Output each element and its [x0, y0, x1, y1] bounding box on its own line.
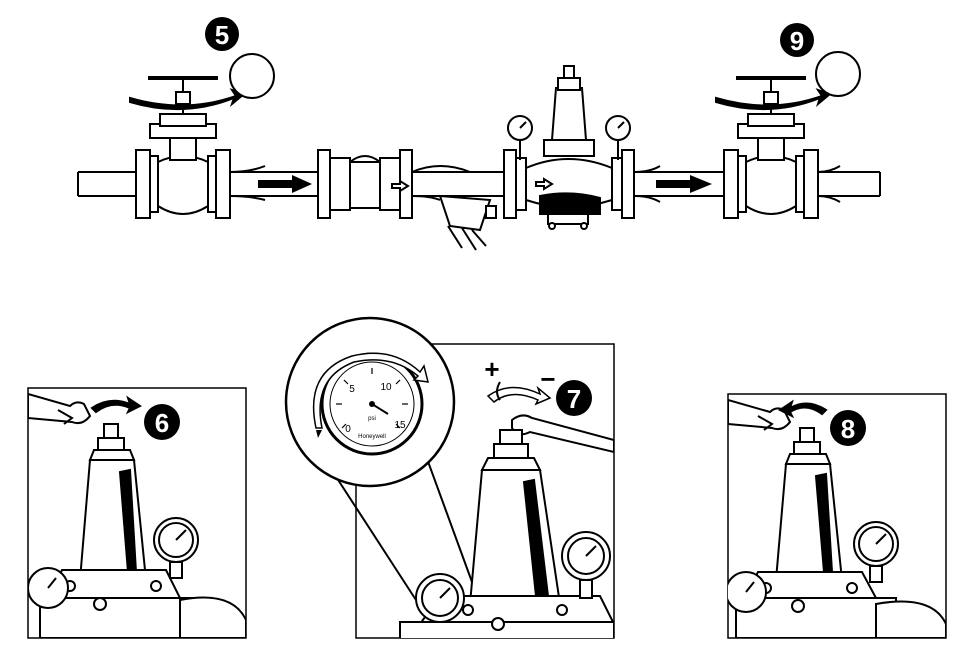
gauge-tick-label: 5	[349, 384, 355, 395]
open-rotation-arrow-icon	[778, 399, 828, 419]
step-badge-5: 5	[205, 17, 239, 51]
decrease-sign: −	[540, 364, 555, 394]
gauge-zoom-callout: 0 5 10 15 psi Honeywell	[284, 316, 456, 488]
step-number: 5	[215, 20, 229, 50]
panel-step-6: 6	[27, 387, 247, 639]
pressure-reducing-valve	[503, 65, 635, 230]
step-number: 8	[841, 414, 855, 444]
increase-sign: +	[484, 354, 499, 384]
gauge-tick-label: 10	[380, 382, 392, 393]
gauge-unit-label: psi	[368, 416, 376, 422]
gauge-brand-label: Honeywell	[358, 434, 386, 440]
gauge-tick-label: 15	[394, 420, 406, 431]
wrench-icon	[728, 398, 792, 431]
wrench-icon	[28, 392, 92, 425]
step-number: 7	[567, 384, 581, 414]
open-rotation-arrow-icon	[90, 395, 142, 415]
strainer-assembly	[317, 149, 497, 251]
open-rotation-arrow-icon	[129, 88, 247, 111]
open-rotation-arrow-icon	[715, 88, 833, 111]
adjust-rotation-arrow-icon	[312, 352, 429, 429]
left-gate-valve	[129, 53, 275, 219]
step-number: 9	[790, 26, 804, 56]
panel-step-7: 0 5 10 15 psi Honeywell + − 7	[284, 316, 615, 639]
panel-step-8: 8	[727, 393, 947, 639]
main-pipe	[77, 171, 881, 197]
check-circle-icon	[815, 51, 861, 97]
flow-arrow-icon	[258, 175, 312, 193]
pipeline-assembly	[77, 51, 881, 251]
gauge-tick-label: 0	[345, 424, 351, 435]
step-number: 6	[155, 408, 169, 438]
right-gate-valve	[715, 51, 861, 219]
adjust-rotation-arrow-icon	[486, 385, 552, 406]
flow-arrow-icon	[656, 175, 712, 193]
step-badge-9: 9	[780, 23, 814, 57]
check-circle-icon	[229, 53, 275, 99]
